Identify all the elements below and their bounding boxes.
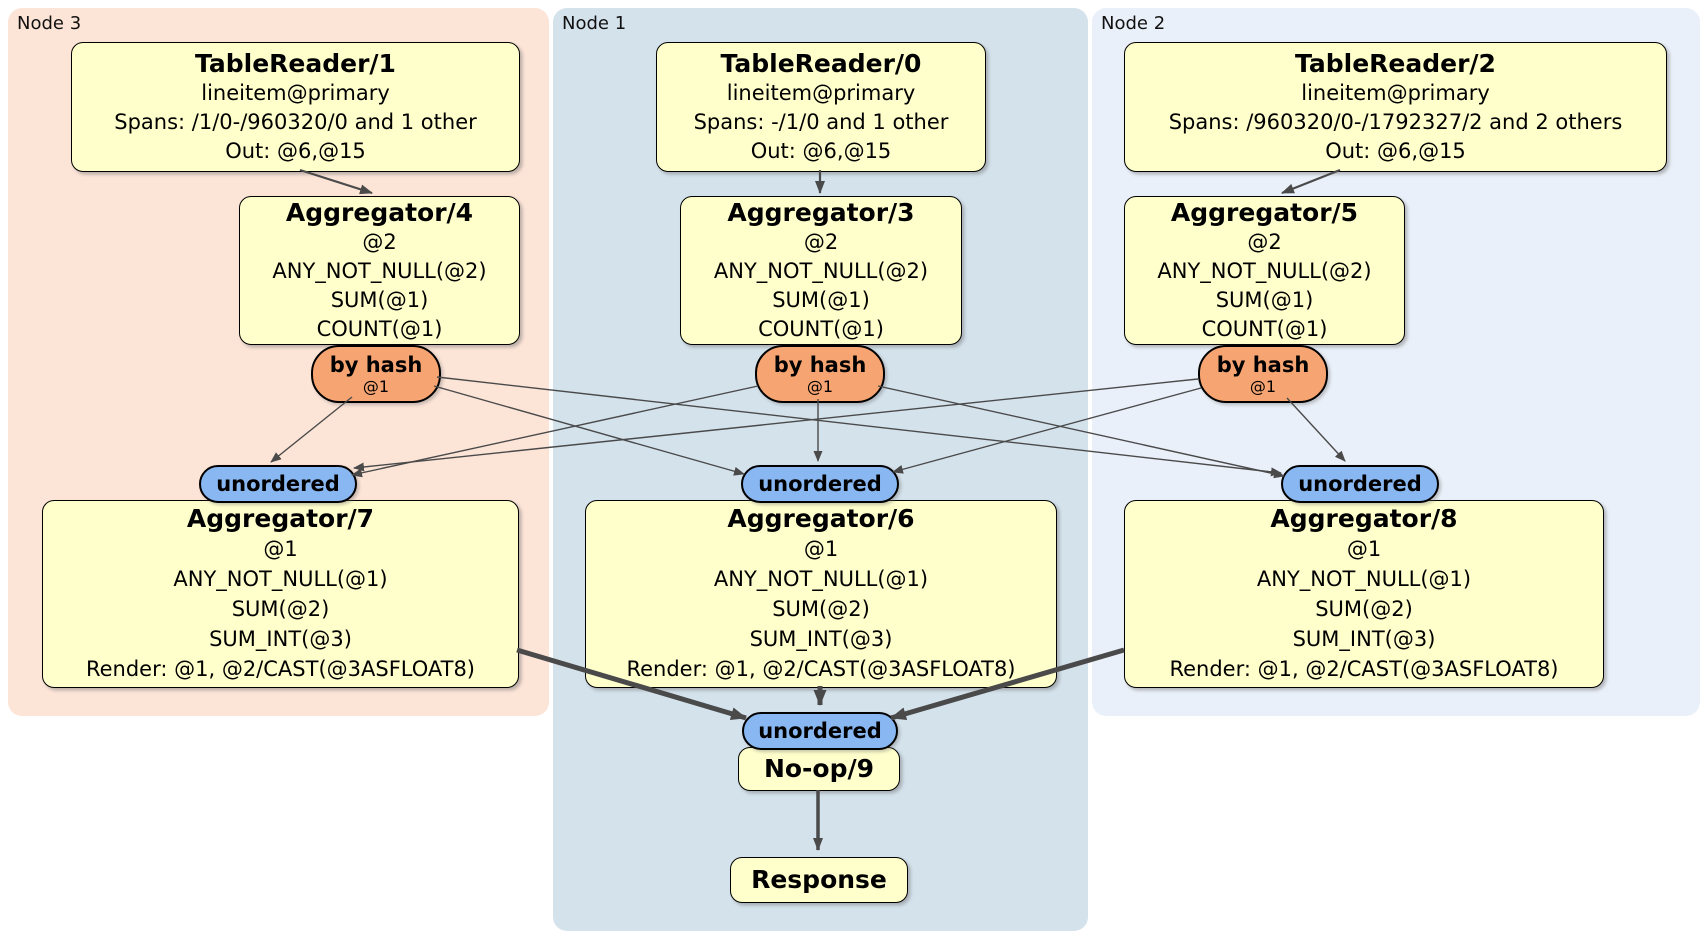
processor-line: @2 [362,229,397,254]
processor-aggregator-8: Aggregator/8 @1 ANY_NOT_NULL(@1) SUM(@2)… [1124,500,1604,688]
router-detail: @1 [806,376,834,396]
processor-line: Spans: /1/0-/960320/0 and 1 other [114,109,477,134]
stream-unordered-right: unordered [1281,465,1439,503]
processor-title: Response [751,865,887,894]
processor-line: SUM_INT(@3) [1292,627,1436,651]
processor-title: Aggregator/7 [186,504,375,533]
processor-aggregator-5: Aggregator/5 @2 ANY_NOT_NULL(@2) SUM(@1)… [1124,196,1405,345]
processor-title: TableReader/0 [720,48,922,78]
processor-line: Out: @6,@15 [225,138,366,163]
processor-title: No-op/9 [763,754,875,783]
processor-line: Render: @1, @2/CAST(@3ASFLOAT8) [626,657,1016,681]
stream-unordered-center: unordered [741,465,899,503]
router-detail: @1 [1249,376,1277,396]
processor-aggregator-4: Aggregator/4 @2 ANY_NOT_NULL(@2) SUM(@1)… [239,196,520,345]
node-group-label: Node 2 [1101,13,1166,34]
processor-line: ANY_NOT_NULL(@1) [713,567,929,591]
processor-line: ANY_NOT_NULL(@1) [1256,567,1472,591]
processor-line: Spans: -/1/0 and 1 other [693,109,949,134]
processor-line: SUM(@1) [1215,287,1314,312]
router-by-hash-center: by hash @1 [755,345,885,403]
processor-line: @1 [263,537,298,561]
processor-line: SUM_INT(@3) [749,627,893,651]
processor-line: ANY_NOT_NULL(@1) [173,567,388,591]
processor-line: @1 [803,537,839,561]
processor-line: SUM(@1) [330,287,429,312]
node-group-label: Node 3 [17,13,82,34]
processor-title: Aggregator/4 [285,197,474,227]
processor-line: @2 [803,229,839,254]
processor-line: ANY_NOT_NULL(@2) [272,258,487,283]
processor-line: Spans: /960320/0-/1792327/2 and 2 others [1168,109,1623,134]
processor-line: Out: @6,@15 [1325,138,1466,163]
router-by-hash-left: by hash @1 [311,345,441,403]
processor-line: @1 [1346,537,1382,561]
stream-unordered-left: unordered [199,465,357,503]
processor-line: COUNT(@1) [1201,316,1328,341]
stream-unordered-final: unordered [742,712,898,750]
processor-tablereader-0: TableReader/0 lineitem@primary Spans: -/… [656,42,986,172]
processor-title: Aggregator/8 [1270,504,1458,533]
router-detail: @1 [362,376,390,396]
processor-line: SUM(@2) [1315,597,1413,621]
processor-line: ANY_NOT_NULL(@2) [713,258,929,283]
processor-line: lineitem@primary [1301,80,1490,105]
processor-line: COUNT(@1) [316,316,443,341]
processor-title: TableReader/2 [1295,48,1496,78]
processor-line: Render: @1, @2/CAST(@3ASFLOAT8) [1169,657,1559,681]
processor-title: Aggregator/5 [1170,197,1359,227]
processor-line: SUM(@2) [772,597,870,621]
processor-noop-9: No-op/9 [738,747,900,791]
processor-line: SUM(@2) [231,597,330,621]
processor-aggregator-6: Aggregator/6 @1 ANY_NOT_NULL(@1) SUM(@2)… [585,500,1057,688]
node-group-label: Node 1 [562,13,627,34]
processor-line: Out: @6,@15 [750,138,892,163]
router-label: by hash [329,352,423,377]
processor-line: lineitem@primary [726,80,916,105]
processor-line: ANY_NOT_NULL(@2) [1157,258,1372,283]
processor-line: SUM_INT(@3) [209,627,352,651]
processor-title: TableReader/1 [195,48,396,78]
processor-line: @2 [1247,229,1282,254]
processor-line: lineitem@primary [201,80,390,105]
router-label: by hash [773,352,867,377]
processor-response: Response [730,857,908,903]
router-by-hash-right: by hash @1 [1198,345,1328,403]
processor-title: Aggregator/6 [727,504,915,533]
processor-line: Render: @1, @2/CAST(@3ASFLOAT8) [85,657,476,681]
processor-aggregator-3: Aggregator/3 @2 ANY_NOT_NULL(@2) SUM(@1)… [680,196,962,345]
processor-line: SUM(@1) [772,287,870,312]
processor-aggregator-7: Aggregator/7 @1 ANY_NOT_NULL(@1) SUM(@2)… [42,500,519,688]
processor-tablereader-1: TableReader/1 lineitem@primary Spans: /1… [71,42,520,172]
router-label: by hash [1216,352,1310,377]
processor-line: COUNT(@1) [758,316,884,341]
processor-title: Aggregator/3 [727,197,915,227]
processor-tablereader-2: TableReader/2 lineitem@primary Spans: /9… [1124,42,1667,172]
